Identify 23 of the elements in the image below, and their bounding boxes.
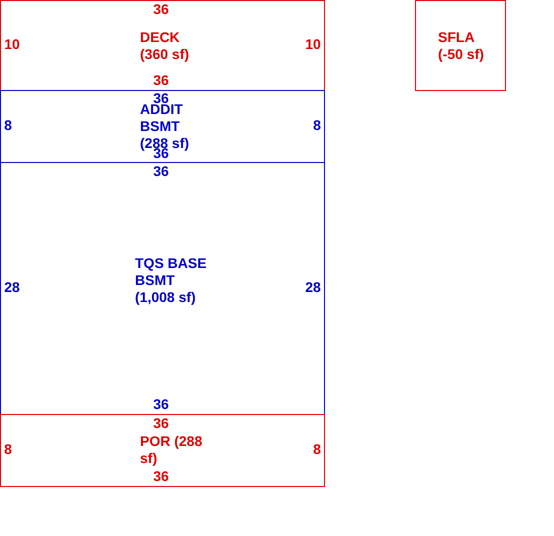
area-adjustment-box — [415, 0, 506, 91]
dimension-label: 36 — [153, 468, 169, 484]
dimension-label: 8 — [313, 117, 321, 133]
dimension-label: 10 — [4, 36, 20, 52]
area-label: SFLA (-50 sf) — [438, 29, 485, 63]
dimension-label: 28 — [305, 279, 321, 295]
deck-area — [0, 0, 325, 91]
dimension-label: 36 — [153, 72, 169, 88]
area-label: TQS BASE BSMT (1,008 sf) — [135, 255, 208, 306]
dimension-label: 8 — [313, 441, 321, 457]
area-label: DECK (360 sf) — [140, 29, 190, 63]
basement-area — [0, 162, 325, 415]
dimension-label: 36 — [153, 1, 169, 17]
area-label: POR (288 sf) — [140, 433, 204, 467]
dimension-label: 36 — [153, 396, 169, 412]
dimension-label: 36 — [153, 163, 169, 179]
porch-area — [0, 414, 325, 487]
dimension-label: 8 — [4, 117, 12, 133]
basement-addition-area — [0, 90, 325, 163]
dimension-label: 36 — [153, 415, 169, 431]
dimension-label: 28 — [4, 279, 20, 295]
dimension-label: 8 — [4, 441, 12, 457]
dimension-label: 10 — [305, 36, 321, 52]
